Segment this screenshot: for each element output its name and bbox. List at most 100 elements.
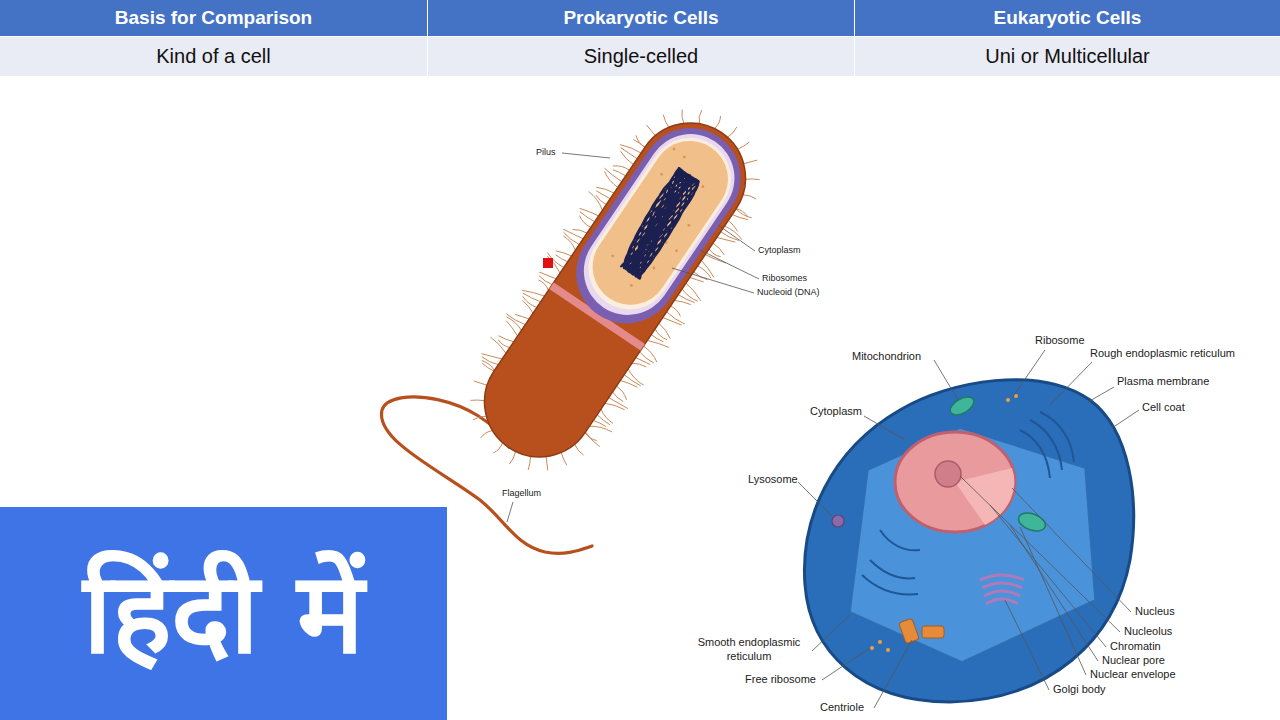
pilus-hair [515,311,529,322]
leader-line [700,250,759,279]
part-label: Nucleus [1135,605,1175,619]
dna-strand [614,167,703,279]
cell-text: Eukaryotic Cells [994,7,1142,29]
cell-text: Kind of a cell [156,45,271,68]
pilus-hair [598,409,616,423]
leader-line [990,505,1106,647]
pilus-hair [580,205,599,220]
nucleolus-shape [935,461,961,487]
pilus-hair [596,183,614,197]
golgi-cisterna [982,583,1022,588]
pilus-hair [647,335,669,353]
pilus-hair [618,151,635,164]
pilus-hair [676,110,690,124]
pilus-hair [481,427,493,441]
pilus-hair [727,126,737,139]
leader-line [1005,600,1049,690]
leader-line [812,615,850,651]
leader-line [718,225,755,251]
part-label: Nuclear pore [1102,654,1165,668]
part-label: Chromatin [1110,640,1161,654]
pilus-hair [726,220,740,231]
part-label: Rough endoplasmic reticulum [1090,347,1235,361]
table-cell: Kind of a cell [0,37,427,76]
leader-line [1020,527,1086,675]
cell-text: हिंदी में [83,549,365,678]
header-cell: Eukaryotic Cells [855,0,1280,36]
pilus-hair [556,247,572,260]
pilus-hair [613,168,626,177]
pilus-hair [653,329,668,340]
part-label: Cytoplasm [758,245,801,256]
pilus-hair [596,415,610,425]
endoplasmic-reticulum [862,412,1074,594]
nucleus-cut [955,468,1014,525]
part-label: Nuclear envelope [1090,668,1176,682]
leader-line [934,360,958,400]
pilus-hair [682,283,704,301]
pilus-hair [669,306,682,317]
pilus-hair [555,254,567,263]
golgi-cisterna [980,575,1024,580]
part-label: Pilus [536,147,556,158]
pilus-hair [474,378,487,389]
leader-line [1012,350,1045,398]
part-label: Cytoplasm [810,405,862,419]
cell-text: Prokaryotic Cells [563,7,718,29]
smooth-er [862,575,918,594]
ribosome-dot [1006,398,1010,402]
golgi-cisterna [986,599,1018,604]
pilus-hair [572,444,585,455]
pilus-hair [633,139,645,147]
leader-line [874,640,912,708]
ribosome-dot [611,254,615,258]
leader-line [1050,362,1092,405]
pilus-hair [736,208,752,220]
leader-line [562,153,610,158]
mitochondrion-shape [1016,510,1048,535]
pilus-hair [736,208,748,217]
pilus-hair [577,216,592,228]
prokaryotic-cell [437,78,792,501]
pilus-hair [493,442,503,455]
part-label: Lysosome [748,473,798,487]
table-cell: Uni or Multicellular [855,37,1280,76]
pilus-hair [584,433,596,442]
pilus-hair [659,115,673,128]
cell-text: Basis for Comparison [115,7,312,29]
capsule-layer [557,109,760,343]
part-label: Nucleolus [1124,625,1172,639]
pilus-hair [557,452,571,465]
part-label: Golgi body [1053,683,1106,697]
leader-line [822,648,870,680]
cell-text: Uni or Multicellular [985,45,1150,68]
part-label: Mitochondrion [852,350,921,364]
pilus-hair [621,148,638,159]
ribosome-dot [652,266,656,270]
pilus-hair [651,334,663,343]
pilus-hair [737,139,749,153]
pilus-hair [508,451,518,464]
cell-wall [463,102,767,479]
part-label: Smooth endoplasmic reticulum [688,636,810,664]
part-label: Centriole [820,701,864,715]
part-label: Nucleoid (DNA) [757,287,820,298]
leader-line [798,482,832,516]
membrane-layer [573,122,747,325]
ribosome-dot [701,185,705,189]
pilus-hair [744,155,758,169]
ribosome-dot [660,172,664,176]
smooth-er [870,560,915,578]
pilus-hair [640,346,660,362]
part-label: Ribosomes [762,273,807,284]
pilus-hair [540,457,554,471]
ribosome-dot [878,640,882,644]
pilus-hair [601,171,621,187]
pilus-hair [695,110,707,124]
pilus-hair [644,125,657,136]
pilus-hair [620,377,637,390]
leader-line [1112,410,1139,428]
eukaryotic-cell [804,380,1133,702]
pilus-hair [521,296,537,308]
